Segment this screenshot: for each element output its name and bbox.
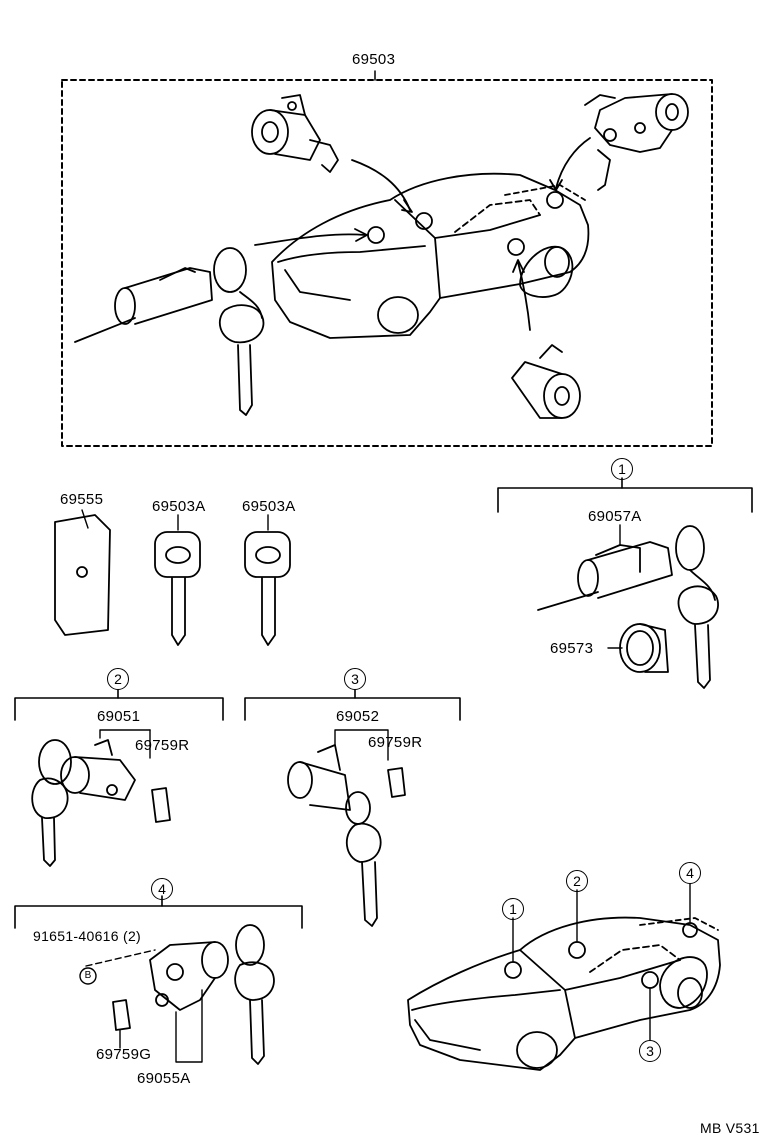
group-callout-3: 3 bbox=[344, 668, 366, 690]
door-lock-cylinder-left bbox=[251, 94, 339, 173]
part-label-69573: 69573 bbox=[550, 640, 594, 657]
group-callout-4: 4 bbox=[151, 878, 173, 900]
bolt-marker-letter: B bbox=[84, 970, 92, 981]
trunk-lock-69055A bbox=[112, 924, 275, 1065]
group-4-bracket bbox=[14, 895, 303, 1063]
part-label-69555: 69555 bbox=[60, 491, 104, 508]
ring-69573 bbox=[607, 623, 669, 673]
part-label-69503A-1: 69503A bbox=[152, 498, 206, 515]
bolt-marker bbox=[79, 967, 97, 985]
key-69503A-1 bbox=[154, 514, 201, 646]
part-label-69503A-2: 69503A bbox=[242, 498, 296, 515]
diagram-code: MB V531 bbox=[700, 1120, 760, 1136]
ignition-cylinder-69057A bbox=[537, 524, 719, 689]
key-plate-69555 bbox=[54, 509, 111, 636]
location-callout-1: 1 bbox=[502, 898, 524, 920]
group-3-bracket bbox=[244, 689, 461, 761]
part-label-69055A: 69055A bbox=[137, 1070, 191, 1087]
door-lock-69052 bbox=[287, 744, 406, 927]
group-callout-2: 2 bbox=[107, 668, 129, 690]
part-label-91651-40616: 91651-40616 (2) bbox=[33, 928, 142, 944]
door-lock-69051 bbox=[31, 739, 171, 867]
group-2-bracket bbox=[14, 689, 224, 759]
ignition-cylinder-top bbox=[74, 247, 265, 416]
assembly-frame bbox=[61, 70, 713, 447]
assembly-part-number: 69503 bbox=[352, 51, 396, 68]
location-callout-4: 4 bbox=[679, 862, 701, 884]
key-69503A-2 bbox=[244, 514, 291, 646]
location-callout-3: 3 bbox=[639, 1040, 661, 1062]
car-illustration-top bbox=[254, 137, 591, 339]
part-label-69057A: 69057A bbox=[588, 508, 642, 525]
door-lock-cylinder-lower bbox=[511, 344, 581, 419]
location-callout-2: 2 bbox=[566, 870, 588, 892]
part-label-69759R-1: 69759R bbox=[135, 737, 190, 754]
part-label-69052: 69052 bbox=[336, 708, 380, 725]
group-callout-1: 1 bbox=[611, 458, 633, 480]
trunk-lock-cylinder bbox=[584, 93, 689, 191]
part-label-69759R-2: 69759R bbox=[368, 734, 423, 751]
part-label-69759G: 69759G bbox=[96, 1046, 152, 1063]
part-label-69051: 69051 bbox=[97, 708, 141, 725]
car-illustration-bottom bbox=[407, 883, 721, 1071]
